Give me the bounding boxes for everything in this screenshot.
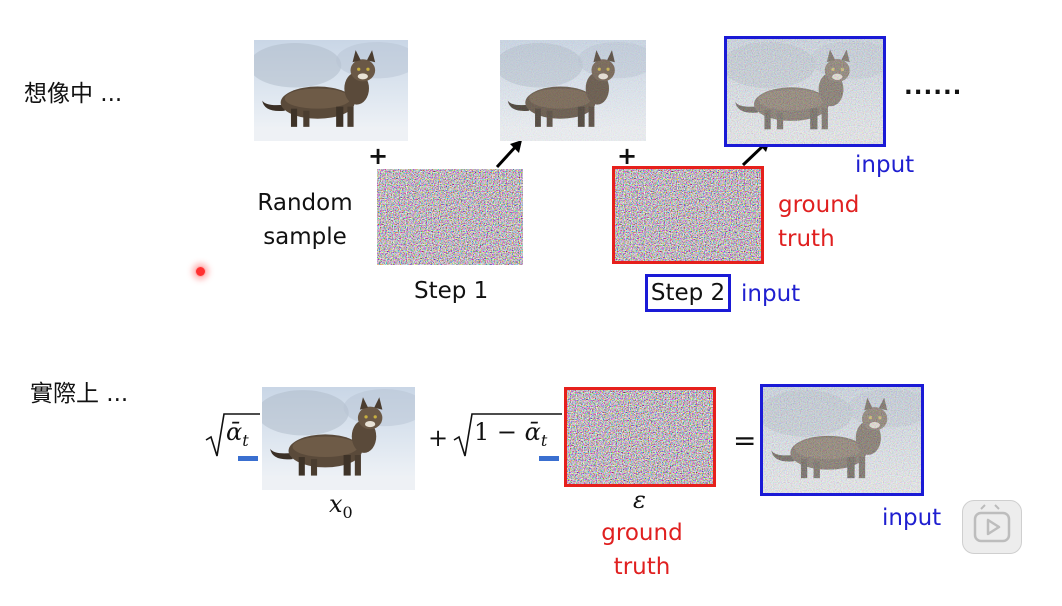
alpha-bar-symbol: ᾱ <box>226 418 243 446</box>
arrow-icon <box>495 140 522 169</box>
x-subscript-0: 0 <box>342 502 353 522</box>
ground-truth-noise-step2 <box>612 166 764 264</box>
alpha-bar-symbol-2: ᾱ <box>524 418 541 446</box>
epsilon-noise-image <box>564 387 716 487</box>
x-symbol: x <box>329 490 343 518</box>
step1-label: Step 1 <box>414 278 489 304</box>
one-minus-alpha-bar-t: 1 − ᾱt <box>474 418 547 450</box>
result-input-label: input <box>882 505 942 531</box>
plus-sign-1: + <box>368 142 389 170</box>
random-sample-line1: Random <box>257 190 353 216</box>
plus-sign-2: + <box>617 142 638 170</box>
step2-input-label: input <box>741 281 801 307</box>
noisy-input-label: input <box>855 152 915 178</box>
ground-truth-bottom-line1: ground <box>601 520 683 546</box>
x0-label: x0 <box>329 490 353 522</box>
imagined-row-label: 想像中 ... <box>24 81 123 107</box>
equals-operator: = <box>733 424 757 457</box>
play-icon[interactable] <box>962 500 1022 554</box>
alpha-underline-2 <box>539 456 559 461</box>
noise-image-step1 <box>377 169 523 265</box>
one-minus: 1 − <box>474 418 518 446</box>
alpha-underline-1 <box>238 456 258 461</box>
subscript-t-2: t <box>540 430 548 450</box>
ground-truth-label-top: ground truth <box>778 188 859 256</box>
noisier-cat-input-image <box>724 36 886 147</box>
x0-clean-image <box>262 387 415 490</box>
clean-cat-image <box>254 40 408 141</box>
ground-truth-label-bottom: ground truth <box>590 516 694 584</box>
actual-row-label: 實際上 ... <box>30 381 129 407</box>
alpha-bar-t-1: ᾱt <box>226 418 249 450</box>
ground-truth-line1: ground <box>778 192 860 218</box>
slightly-noisy-cat-image <box>500 40 646 141</box>
epsilon-label: ε <box>633 486 646 514</box>
random-sample-label: Random sample <box>250 186 360 254</box>
laser-pointer-icon <box>195 266 206 277</box>
sqrt-symbol-1 <box>205 413 260 457</box>
sqrt-symbol-2 <box>453 413 562 457</box>
random-sample-line2: sample <box>263 224 347 250</box>
noisy-result-input-image <box>760 384 924 496</box>
ground-truth-line2: truth <box>778 226 835 252</box>
plus-operator: + <box>428 424 449 452</box>
subscript-t: t <box>242 430 249 450</box>
epsilon-symbol: ε <box>633 486 646 514</box>
step2-label: Step 2 <box>645 274 731 312</box>
continuation-ellipsis: ...... <box>904 74 963 100</box>
ground-truth-bottom-line2: truth <box>613 554 671 580</box>
